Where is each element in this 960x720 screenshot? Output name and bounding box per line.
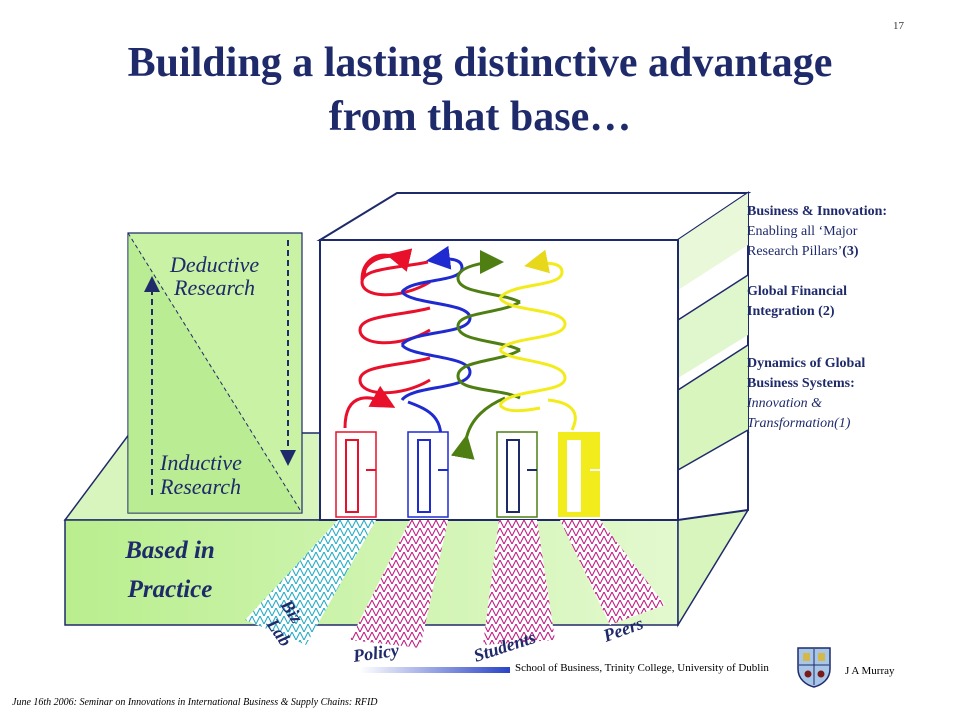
layer-top-1 (678, 345, 748, 470)
channel-students (483, 520, 555, 645)
footer-event: June 16th 2006: Seminar on Innovations i… (12, 697, 378, 708)
slide-number: 17 (893, 20, 904, 32)
pillar-blue (407, 431, 449, 518)
layer-divider-1 (677, 274, 749, 321)
channel-policy (350, 520, 448, 648)
inductive-label-1: Inductive (159, 450, 242, 475)
pillar-2-line-1: Global Financial (747, 284, 847, 299)
footer-school: School of Business, Trinity College, Uni… (515, 662, 769, 674)
pillar-1-line-1: Dynamics of Global (747, 356, 866, 371)
pillar-olive (496, 431, 538, 518)
footer-author: J A Murray (845, 665, 895, 677)
deductive-label-2: Research (173, 275, 255, 300)
pillar-2-label: Global Financial Integration (2) (747, 282, 847, 322)
pillar-1-line-2: Business Systems: (747, 376, 855, 391)
layer-top-3 (678, 193, 748, 290)
base-label-1: Based in (124, 537, 215, 564)
title-line-1: Building a lasting distinctive advantage (127, 40, 833, 86)
pillar-1-line-3: Innovation & (747, 396, 823, 411)
pillar-1-line-4: Transformation(1) (747, 416, 851, 431)
pillar-3-heading: Business & Innovation: (747, 204, 888, 219)
red-helix (343, 248, 431, 429)
channel-peers (560, 520, 665, 625)
pillar-3-line-3: Research Pillars’(3) (747, 242, 887, 262)
blue-helix (400, 245, 472, 449)
pillar-3-label: Business & Innovation: Enabling all ‘Maj… (747, 202, 887, 262)
yellow-helix (498, 249, 577, 431)
base-label-2: Practice (127, 576, 213, 603)
layer-divider-2 (677, 344, 749, 391)
pillar-2-line-2: Integration (2) (747, 304, 835, 319)
title-line-2: from that base… (328, 94, 632, 140)
layer-divider-3 (677, 429, 749, 471)
cube-top (316, 192, 752, 241)
pillar-3-number: (3) (842, 244, 859, 259)
pillar-3-line-2: Enabling all ‘Major (747, 224, 858, 239)
deductive-label-1: Deductive (169, 252, 259, 277)
slide-title: Building a lasting distinctive advantage… (0, 36, 960, 144)
university-crest-icon (797, 647, 831, 688)
channel-bizlab (245, 520, 376, 645)
pillar-yellow (558, 432, 600, 517)
layer-top-2 (678, 275, 748, 378)
footer-accent-bar (360, 667, 510, 673)
olive-helix (450, 250, 521, 460)
pillar-3-line-3a: Research Pillars’ (747, 244, 843, 259)
research-panel-diagonal (127, 232, 303, 514)
pillar-red (335, 431, 377, 518)
policy-label: Policy (351, 640, 401, 666)
inductive-label-2: Research (159, 474, 241, 499)
pillar-1-label: Dynamics of Global Business Systems: Inn… (747, 354, 865, 434)
